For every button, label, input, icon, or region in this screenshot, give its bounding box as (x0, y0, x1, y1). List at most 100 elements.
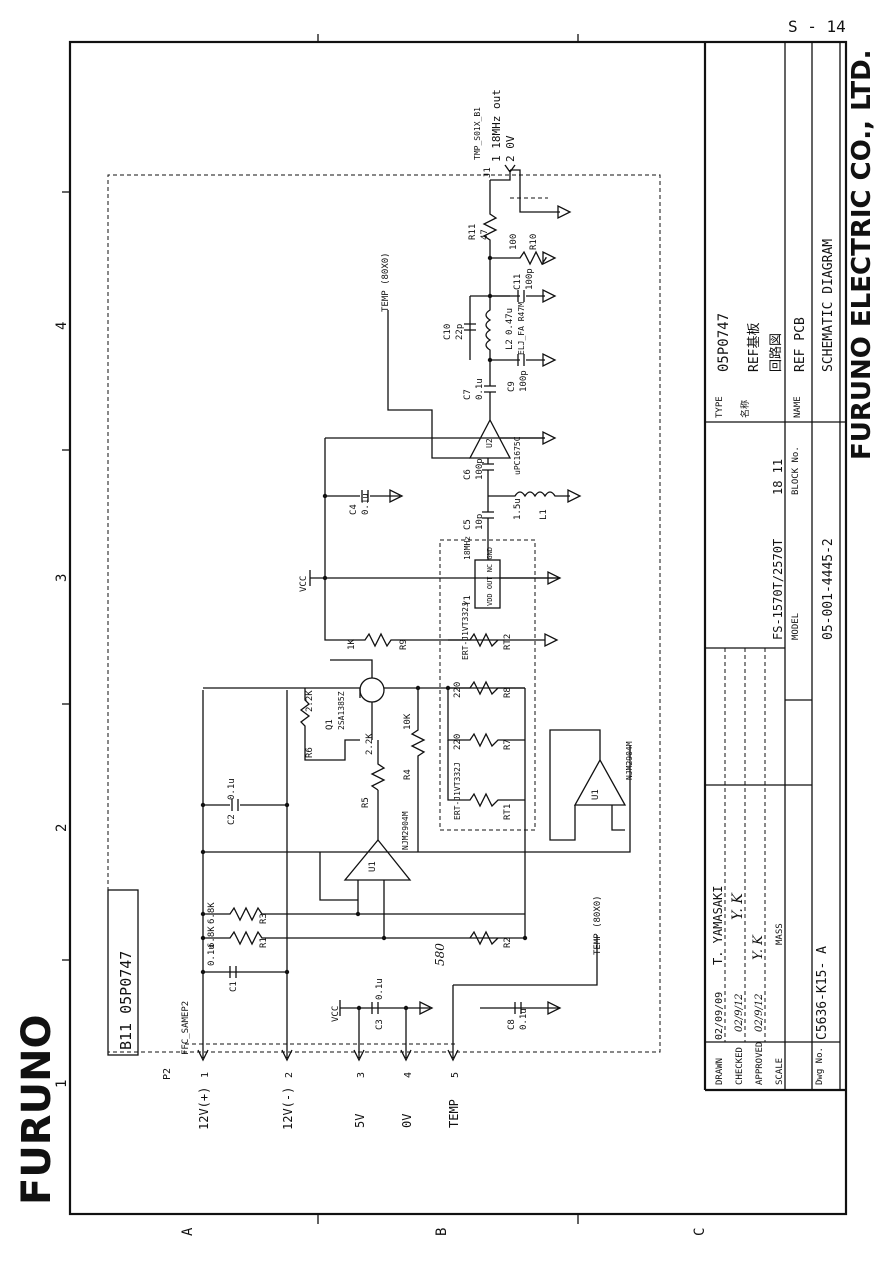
u1b-part: NJM2904M (625, 741, 634, 780)
rt1-ref: RT1 (503, 804, 513, 820)
vcc-label-bottom: VCC (331, 1006, 341, 1022)
name-label: NAME (793, 396, 803, 418)
c1-value: 0.1u (207, 944, 217, 966)
c3-ref: C3 (375, 1019, 385, 1030)
amp-stage (431, 392, 582, 520)
temp-label-bottom: TEMP (80X0) (593, 895, 603, 955)
r6-value: 2.2K (305, 690, 315, 712)
c3-value: 0.1u (375, 978, 385, 1000)
l2-value: 0.47u (505, 308, 515, 335)
temp-top-wire (387, 310, 433, 438)
pin-3-num: 3 (356, 1072, 367, 1078)
c8-ref: C8 (507, 1019, 517, 1030)
j1-part: TMP_S01X_B1 (473, 107, 482, 160)
checked-by: Y. K (730, 892, 746, 920)
drawn-label: DRAWN (715, 1058, 725, 1085)
rt1-part: ERT-J1VT332J (453, 762, 462, 820)
c11-value: 100p (525, 268, 535, 290)
name-jp-label: 名称 (739, 400, 751, 418)
j1-output (490, 164, 572, 220)
q1-part: 2SA1385Z (337, 691, 346, 730)
grid-col-2: 2 (54, 824, 70, 832)
type-value: 05P0747 (716, 313, 732, 372)
y1-freq: 18MHz (463, 536, 472, 560)
pin-3-signal: 5V (353, 1114, 367, 1128)
c2-ref: C2 (227, 814, 237, 825)
name-value2: SCHEMATIC DIAGRAM (821, 239, 836, 372)
r8-value: 220 (453, 682, 463, 698)
c7-ref: C7 (463, 389, 473, 400)
l1-ref: L1 (539, 509, 549, 520)
grid-col-1: 1 (54, 1080, 70, 1088)
checked-label: CHECKED (735, 1047, 745, 1085)
drawn-by: T. YAMASAKI (711, 886, 725, 965)
board-outline (107, 174, 661, 1053)
r7-value: 220 (453, 734, 463, 750)
checked-date: 02/9/12 (734, 993, 745, 1032)
y1-pins: VDD OUT NC GND (486, 547, 494, 606)
u1b-ref: U1 (591, 789, 601, 800)
r2-ref: R2 (503, 937, 513, 948)
c6-value: 100p (475, 458, 485, 480)
connector-part: FFC_SAMEP2 (181, 1001, 191, 1055)
name-jp: REF基板 (747, 323, 762, 372)
model-value: FS-1570T/2570T (771, 539, 785, 640)
type-label: TYPE (715, 396, 725, 418)
pin-1-signal: 12V(+) (197, 1087, 211, 1130)
l1-value: 1.5u (513, 498, 523, 520)
pin-2-num: 2 (284, 1072, 295, 1078)
dwg-label: Dwg No. (815, 1047, 825, 1085)
r4-value: 10K (403, 713, 413, 730)
scale-label: SCALE (775, 1058, 785, 1085)
c7-value: 0.1u (475, 378, 485, 400)
r1-ref: R1 (259, 937, 269, 948)
r8-ref: R8 (503, 687, 513, 698)
r10-ref: R10 (529, 234, 539, 250)
supply-network (200, 687, 631, 978)
r1-value: 6.8K (207, 926, 217, 948)
block-no-label: BLOCK No. (791, 446, 801, 495)
filter-stage (464, 180, 557, 393)
connector-ref: P2 (162, 1068, 173, 1080)
page-number: S - 14 (788, 17, 846, 36)
u1-opamp (319, 790, 412, 938)
pin-5-num: 5 (450, 1072, 461, 1078)
u1-ref: U1 (368, 861, 378, 872)
c9-ref: C9 (507, 381, 517, 392)
r11-ref: R11 (468, 224, 478, 240)
c1-label: C1 (229, 981, 239, 992)
q1-ref: Q1 (325, 719, 335, 730)
r3-ref: R3 (259, 913, 269, 924)
vcc-c3-group (339, 1000, 434, 1016)
pin-5-signal: TEMP (447, 1099, 461, 1128)
grid-col-3: 3 (54, 574, 70, 582)
connector-pins (197, 690, 459, 1062)
r7-ref: R7 (503, 739, 513, 750)
r4-ref: R4 (403, 769, 413, 780)
u1b-opamp (549, 729, 627, 841)
u1-part: NJM2904M (401, 811, 410, 850)
grid-row-a: A (180, 1227, 196, 1236)
grid-row-b: B (434, 1228, 450, 1236)
approved-label: APPROVED (755, 1042, 765, 1085)
r5-value: 2.2K (365, 733, 375, 755)
oscillator-box (439, 539, 536, 831)
c5-ref: C5 (463, 519, 473, 530)
bias-resistors (447, 680, 526, 938)
c4-value: 0.1u (361, 493, 371, 515)
rt2-part: ERT-J1VT332J (461, 602, 470, 660)
c6-ref: C6 (463, 469, 473, 480)
r2-resistor (469, 930, 499, 946)
r3-value: 6.8K (207, 902, 217, 924)
j1-ref: J1 (483, 167, 493, 178)
name-value: REF PCB (793, 317, 808, 372)
title-block-frame (703, 42, 846, 1092)
temp-bottom-group (453, 935, 598, 1016)
vcc-label-top: VCC (299, 576, 309, 592)
y1-oscillator (474, 520, 562, 609)
handwritten-580: 580 (433, 943, 447, 966)
pin-4-signal: 0V (400, 1114, 414, 1128)
pin-2-signal: 12V(-) (281, 1087, 295, 1130)
name-jp2: 回路図 (768, 333, 784, 372)
r6-ref: R6 (305, 747, 315, 758)
